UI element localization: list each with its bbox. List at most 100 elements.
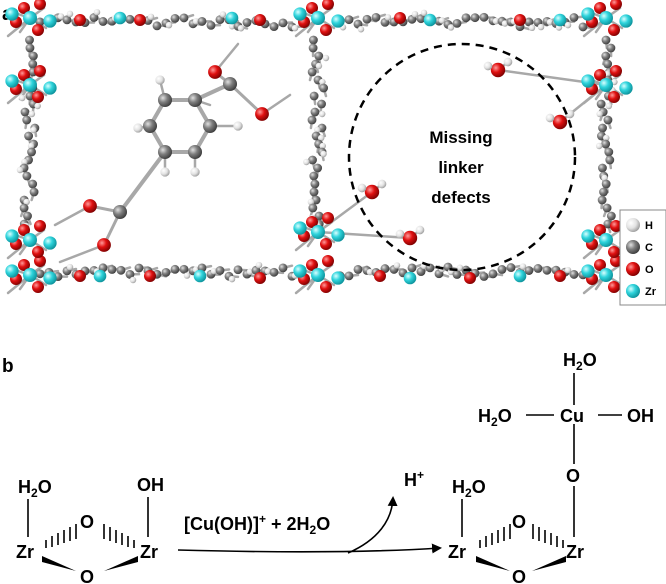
hydrogen-atom (255, 261, 263, 269)
carbon-atom (269, 267, 279, 277)
byproduct-arrow (347, 496, 398, 554)
hydrogen-atom (603, 134, 610, 142)
carbon-atom (603, 115, 613, 125)
hydrogen-atom (183, 272, 191, 279)
reactant-bridge-o-top: O (80, 512, 94, 532)
carbon-atom (19, 203, 29, 213)
hashed-bond-right-product (532, 524, 564, 548)
carbon-atom (416, 267, 426, 277)
oxygen-atom (306, 2, 318, 14)
wedge-bond-left (42, 556, 76, 571)
carbon-atom (24, 131, 34, 141)
carbon-atom (578, 22, 588, 32)
oxygen-atom (32, 281, 44, 293)
oxygen-atom (144, 270, 156, 282)
zr-atom (581, 7, 595, 21)
hydrogen-atom (233, 121, 243, 131)
carbon-atom (309, 35, 318, 45)
carbon-atom (601, 51, 611, 61)
carbon-atom (407, 263, 417, 273)
carbon-atom (598, 163, 607, 173)
bond (228, 82, 264, 116)
hydrogen-atom (420, 9, 428, 17)
carbon-atom (197, 16, 207, 26)
hydrogen-atom (320, 150, 327, 158)
oxygen-atom (464, 272, 476, 284)
zr-atom (23, 268, 37, 282)
carbon-atom (157, 92, 173, 108)
hydrogen-atom (228, 23, 236, 30)
hydrogen-atom (595, 142, 603, 150)
reagent-label: [Cu(OH)]+ + 2H2O (184, 512, 330, 537)
zr-atom (43, 236, 57, 250)
zr-atom (581, 74, 595, 88)
hydrogen-atom (318, 110, 326, 118)
oxygen-atom (32, 246, 44, 258)
hydrogen-atom (503, 57, 513, 67)
oxygen-atom (608, 246, 620, 258)
hydrogen-atom (537, 23, 545, 31)
carbon-atom (309, 171, 319, 181)
carbon-atom (179, 264, 189, 274)
oxygen-atom (34, 0, 46, 10)
carbon-atom (606, 43, 616, 53)
hydrogen-atom (219, 11, 227, 18)
oxygen-atom (608, 281, 620, 293)
carbon-atom (479, 272, 489, 281)
oxygen-atom (254, 272, 266, 284)
product-cu: Cu (560, 406, 584, 426)
legend-swatch-o (626, 262, 640, 276)
zr-atom (599, 11, 613, 25)
bond (316, 190, 374, 234)
legend-label-h: H (645, 220, 653, 232)
legend-swatch-zr (626, 284, 640, 298)
oxygen-atom (306, 259, 318, 271)
legend-swatch-h (626, 218, 640, 232)
oxygen-atom (402, 230, 418, 246)
annotation-line-3: defects (431, 188, 491, 207)
carbon-atom (452, 18, 462, 28)
hydrogen-atom (23, 198, 30, 206)
hydrogen-atom (21, 158, 28, 166)
reactant-zr-left: Zr (16, 542, 34, 562)
carbon-atom (506, 263, 516, 272)
carbon-atom (142, 118, 158, 134)
hydrogen-atom (411, 10, 419, 18)
hydrogen-atom (317, 134, 325, 142)
zr-atom (331, 271, 345, 285)
hydrogen-atom (66, 10, 74, 18)
zr-atom (581, 229, 595, 243)
oxygen-atom (552, 114, 568, 130)
carbon-atom (533, 264, 543, 273)
zr-atom (43, 14, 57, 28)
hydrogen-atom (564, 266, 572, 274)
legend-label-o: O (645, 264, 654, 276)
zr-atom (619, 14, 633, 28)
carbon-atom (416, 14, 426, 24)
oxygen-atom (610, 0, 622, 10)
product-h2o: H2O (452, 477, 486, 500)
carbon-atom (25, 35, 34, 45)
carbon-atom (319, 83, 329, 93)
reaction-arrow (177, 543, 442, 554)
carbon-atom (278, 263, 288, 273)
hydrogen-atom (16, 166, 24, 174)
hydrogen-atom (66, 263, 74, 271)
carbon-atom (29, 187, 39, 197)
carbon-atom (461, 13, 471, 23)
zr-atom (43, 271, 57, 285)
carbon-atom (35, 269, 45, 279)
panel-b-label: b (2, 356, 14, 377)
carbon-atom (313, 163, 323, 173)
oxygen-atom (610, 220, 622, 232)
zr-atom (599, 268, 613, 282)
zr-atom (5, 74, 19, 88)
carbon-atom (488, 269, 498, 279)
wedge-bond-left-product (476, 556, 510, 571)
carbon-atom (28, 51, 38, 61)
carbon-atom (278, 18, 288, 28)
hydrogen-atom (492, 17, 500, 25)
zr-atom (93, 269, 107, 283)
